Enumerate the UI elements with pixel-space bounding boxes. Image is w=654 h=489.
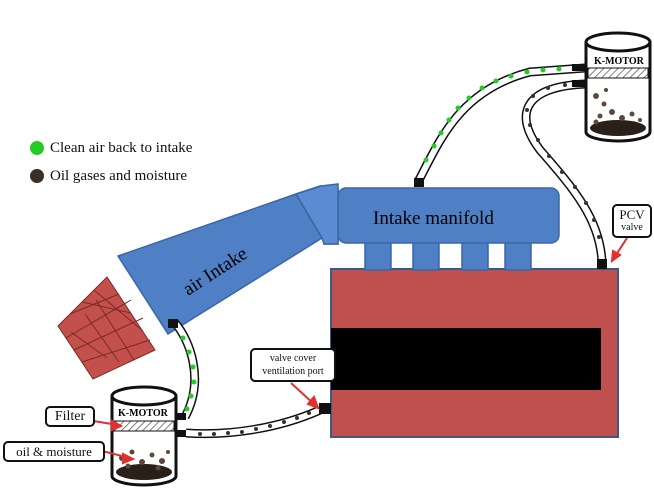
oil-moisture-callout: oil & moisture bbox=[3, 441, 105, 462]
legend-label-clean-air: Clean air back to intake bbox=[50, 139, 193, 156]
pcv-label: PCV bbox=[619, 207, 645, 222]
legend-item-clean-air: Clean air back to intake bbox=[30, 134, 192, 162]
legend: Clean air back to intake Oil gases and m… bbox=[30, 134, 192, 190]
k-motor-bottom-label: K-MOTOR bbox=[118, 408, 169, 419]
oil-moisture-label: oil & moisture bbox=[16, 444, 92, 459]
valve-cover-callout: valve cover ventilation port bbox=[250, 348, 336, 382]
filter-callout: Filter bbox=[45, 406, 95, 427]
valve-label: valve bbox=[621, 222, 643, 233]
clean-air-dots bbox=[180, 66, 562, 412]
valve-cover-label: valve cover bbox=[269, 353, 317, 364]
air-intake-coupler bbox=[294, 183, 339, 245]
legend-label-oil-gases: Oil gases and moisture bbox=[50, 167, 188, 184]
oil-gas-dots bbox=[198, 83, 601, 436]
intake-manifold-label: Intake manifold bbox=[373, 208, 494, 229]
legend-item-oil-gases: Oil gases and moisture bbox=[30, 162, 192, 190]
brown-dot-icon bbox=[30, 169, 44, 183]
filter-label: Filter bbox=[54, 409, 86, 424]
hose-fittings bbox=[168, 64, 607, 437]
pcv-valve-callout: PCV valve bbox=[612, 204, 652, 238]
green-dot-icon bbox=[30, 141, 44, 155]
callout-arrows bbox=[86, 237, 628, 465]
k-motor-canister-top bbox=[584, 31, 652, 143]
k-motor-top-label: K-MOTOR bbox=[594, 56, 645, 67]
ventilation-port-label: ventilation port bbox=[262, 366, 324, 377]
cone-filter bbox=[57, 276, 156, 380]
intake-runners bbox=[364, 239, 532, 271]
k-motor-canister-bottom bbox=[110, 385, 178, 487]
engine-window bbox=[331, 328, 601, 390]
